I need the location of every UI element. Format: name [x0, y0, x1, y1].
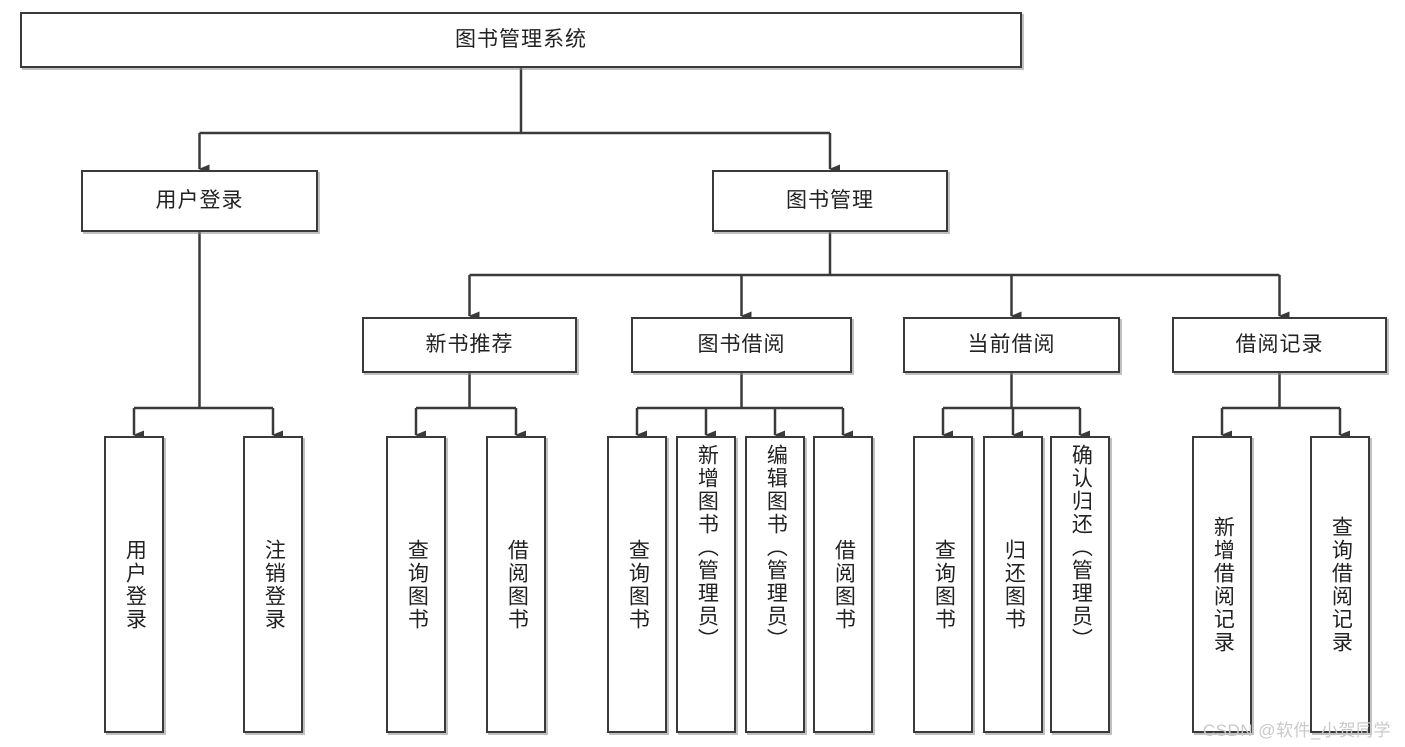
node-label-user-login: 用户登录: [155, 189, 244, 213]
node-current-borrow[interactable]: 当前借阅: [903, 317, 1120, 373]
node-leaf-return-book[interactable]: 归还图书: [983, 436, 1043, 733]
node-leaf-confirm-return[interactable]: 确认归还（管理员）: [1050, 436, 1110, 733]
node-new-book-rec[interactable]: 新书推荐: [362, 317, 577, 373]
node-label-leaf-add-book: 新增图书（管理员）: [695, 444, 719, 651]
node-label-wrap: 图书管理: [714, 172, 946, 230]
node-root[interactable]: 图书管理系统: [20, 12, 1022, 68]
node-label-book-borrow: 图书借阅: [697, 333, 786, 357]
node-label-leaf-borrow-book-1: 借阅图书: [505, 538, 529, 631]
node-label-leaf-query-record: 查询借阅记录: [1329, 515, 1353, 654]
node-label-leaf-borrow-book-2: 借阅图书: [832, 538, 856, 631]
node-label-root: 图书管理系统: [455, 28, 587, 52]
node-label-wrap: 借阅图书: [815, 438, 871, 731]
node-label-leaf-add-record: 新增借阅记录: [1211, 515, 1235, 654]
node-label-wrap: 用户登录: [106, 438, 162, 731]
node-label-wrap: 编辑图书（管理员）: [747, 438, 803, 731]
csdn-watermark: CSDN @软件_小贺同学: [1202, 721, 1391, 740]
node-label-wrap: 新书推荐: [364, 319, 575, 371]
node-leaf-borrow-book-1[interactable]: 借阅图书: [486, 436, 546, 733]
node-label-leaf-return-book: 归还图书: [1002, 538, 1026, 631]
node-label-current-borrow: 当前借阅: [967, 333, 1056, 357]
node-label-leaf-logout: 注销登录: [262, 538, 286, 631]
node-label-wrap: 查询图书: [915, 438, 971, 731]
node-label-wrap: 图书借阅: [633, 319, 850, 371]
node-label-leaf-query-book-3: 查询图书: [932, 538, 956, 631]
node-leaf-query-book-2[interactable]: 查询图书: [607, 436, 667, 733]
node-label-leaf-query-book-2: 查询图书: [626, 538, 650, 631]
node-leaf-query-book-3[interactable]: 查询图书: [913, 436, 973, 733]
node-leaf-borrow-book-2[interactable]: 借阅图书: [813, 436, 873, 733]
node-leaf-user-login[interactable]: 用户登录: [104, 436, 164, 733]
node-label-wrap: 新增借阅记录: [1194, 438, 1250, 731]
node-user-login[interactable]: 用户登录: [81, 170, 318, 232]
node-label-wrap: 查询图书: [388, 438, 444, 731]
node-label-leaf-confirm-return: 确认归还（管理员）: [1069, 444, 1093, 651]
node-label-wrap: 图书管理系统: [22, 14, 1020, 66]
node-label-wrap: 确认归还（管理员）: [1052, 438, 1108, 731]
node-label-wrap: 当前借阅: [905, 319, 1118, 371]
node-label-new-book-rec: 新书推荐: [425, 333, 514, 357]
node-label-wrap: 借阅图书: [488, 438, 544, 731]
node-label-wrap: 查询图书: [609, 438, 665, 731]
node-book-borrow[interactable]: 图书借阅: [631, 317, 852, 373]
tree-connectors: [132, 68, 1350, 440]
node-book-manage[interactable]: 图书管理: [712, 170, 948, 232]
node-label-wrap: 借阅记录: [1174, 319, 1385, 371]
node-label-book-manage: 图书管理: [786, 189, 874, 213]
node-borrow-record[interactable]: 借阅记录: [1172, 317, 1387, 373]
node-label-leaf-query-book-1: 查询图书: [405, 538, 429, 631]
node-leaf-query-record[interactable]: 查询借阅记录: [1310, 436, 1370, 733]
node-leaf-query-book-1[interactable]: 查询图书: [386, 436, 446, 733]
node-leaf-add-record[interactable]: 新增借阅记录: [1192, 436, 1252, 733]
node-label-borrow-record: 借阅记录: [1235, 333, 1324, 357]
node-label-leaf-edit-book: 编辑图书（管理员）: [764, 444, 788, 651]
node-label-leaf-user-login: 用户登录: [123, 538, 147, 631]
node-label-wrap: 新增图书（管理员）: [678, 438, 734, 731]
node-label-wrap: 注销登录: [245, 438, 301, 731]
node-label-wrap: 归还图书: [985, 438, 1041, 731]
node-leaf-logout[interactable]: 注销登录: [243, 436, 303, 733]
node-leaf-add-book[interactable]: 新增图书（管理员）: [676, 436, 736, 733]
node-leaf-edit-book[interactable]: 编辑图书（管理员）: [745, 436, 805, 733]
node-label-wrap: 用户登录: [83, 172, 316, 230]
node-label-wrap: 查询借阅记录: [1312, 438, 1368, 731]
